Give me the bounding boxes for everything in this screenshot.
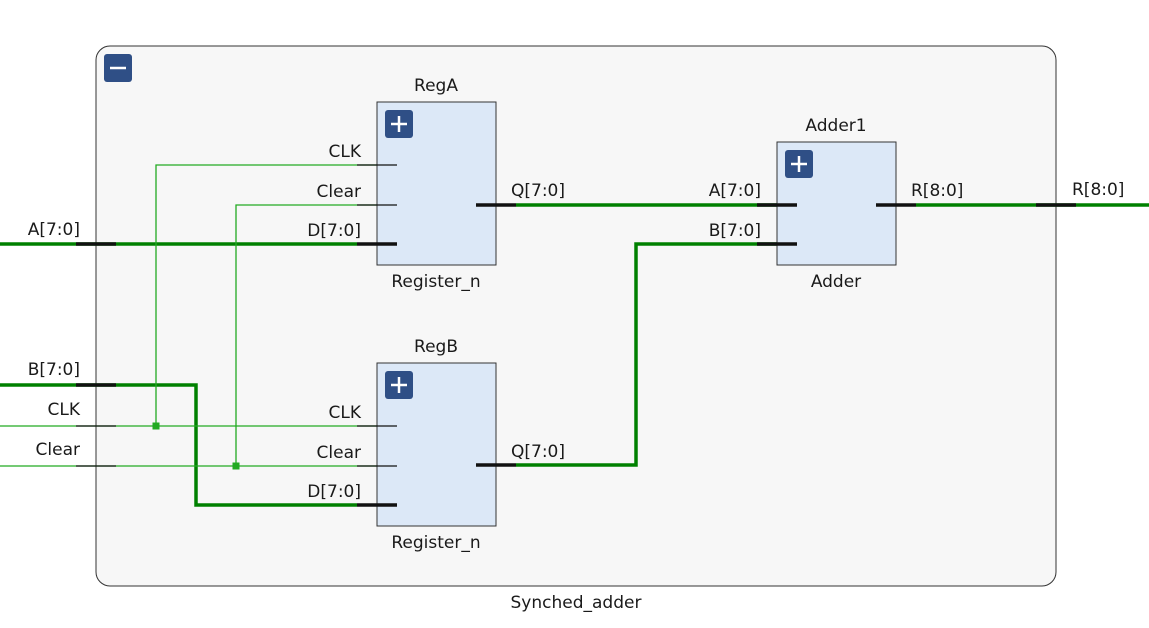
adder-module-label: Adder [811, 272, 861, 292]
regb-block[interactable]: RegB Register_n CLK Clear D[7:0] Q[7:0] [307, 337, 565, 553]
net-clear[interactable] [0, 204, 397, 470]
adder-a-pin: A[7:0] [709, 181, 761, 201]
regb-instance-label: RegB [414, 337, 458, 357]
regb-expand-button[interactable] [385, 371, 413, 399]
regb-d-pin: D[7:0] [307, 482, 361, 502]
rega-instance-label: RegA [414, 76, 458, 96]
adder-r-pin: R[8:0] [911, 181, 963, 201]
rega-expand-button[interactable] [385, 110, 413, 138]
plus-icon [791, 156, 807, 172]
port-clear-label: Clear [36, 440, 80, 460]
clear-junction [232, 462, 240, 470]
adder-instance-label: Adder1 [805, 116, 866, 136]
plus-icon [391, 377, 407, 393]
net-clk[interactable] [0, 164, 397, 430]
rega-d-pin: D[7:0] [307, 221, 361, 241]
container-name-label: Synched_adder [511, 593, 642, 613]
port-clk-label: CLK [48, 400, 81, 420]
regb-clear-pin: Clear [317, 443, 361, 463]
regb-q-pin: Q[7:0] [511, 442, 565, 462]
rega-clear-pin: Clear [317, 182, 361, 202]
rega-module-label: Register_n [391, 272, 480, 292]
adder-b-pin: B[7:0] [709, 221, 761, 241]
collapse-button[interactable] [104, 54, 132, 82]
rega-block[interactable]: RegA Register_n CLK Clear D[7:0] Q[7:0] [307, 76, 565, 292]
adder-expand-button[interactable] [785, 150, 813, 178]
container-port-stubs [76, 203, 1076, 467]
port-a-label: A[7:0] [28, 220, 80, 240]
port-r-label: R[8:0] [1072, 180, 1124, 200]
port-b-label: B[7:0] [28, 360, 80, 380]
rega-clk-pin: CLK [329, 142, 362, 162]
net-regb-q[interactable] [516, 242, 777, 467]
regb-module-label: Register_n [391, 533, 480, 553]
clk-junction [152, 422, 160, 430]
adder-block[interactable]: Adder1 Adder A[7:0] B[7:0] R[8:0] [709, 116, 964, 292]
rega-q-pin: Q[7:0] [511, 181, 565, 201]
plus-icon [391, 116, 407, 132]
regb-clk-pin: CLK [329, 403, 362, 423]
